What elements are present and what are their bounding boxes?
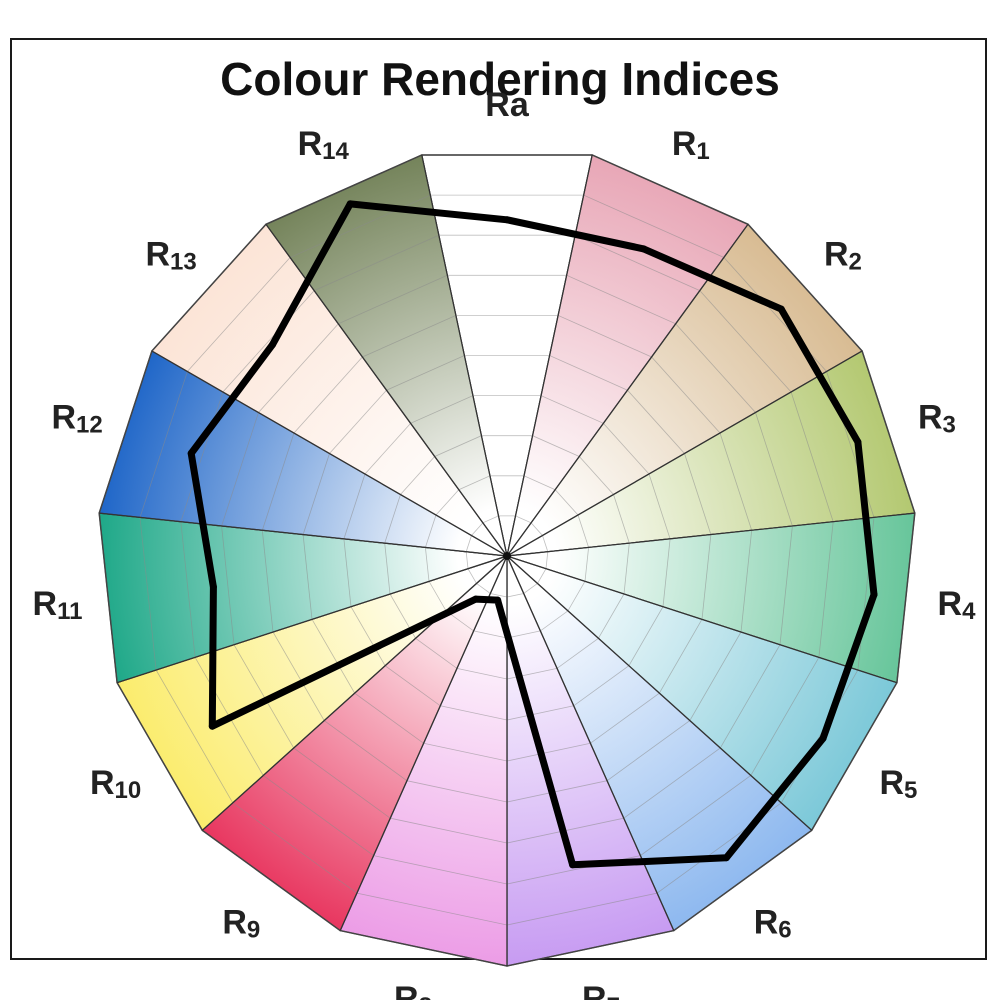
label-r10: R10 (90, 764, 141, 804)
data-point-r10 (208, 722, 216, 730)
label-r3: R3 (918, 398, 956, 438)
data-point-r12 (187, 449, 195, 457)
data-point-r4 (870, 591, 878, 599)
axis-spoke (201, 555, 508, 831)
grid-ring (384, 435, 630, 680)
data-point-ra (503, 216, 511, 224)
label-r8: R8 (394, 980, 432, 1000)
outer-boundary (98, 154, 916, 967)
grid-ring (465, 515, 549, 598)
label-r13: R13 (145, 236, 196, 276)
label-r9: R9 (222, 904, 260, 944)
data-point-r1 (640, 245, 648, 253)
data-point-r6 (722, 854, 730, 862)
category-labels: RaR1R2R3R4R5R6R7 R8 R9 R10 R11 R12 R13 R14 (33, 86, 977, 1000)
axis-spoke (116, 555, 508, 684)
center-hub (503, 552, 511, 560)
axis-spoke (151, 350, 508, 557)
label-r5: R5 (879, 764, 917, 804)
label-r14: R14 (298, 125, 350, 165)
label-r2: R2 (824, 236, 862, 276)
axis-spoke (339, 555, 508, 931)
axis-spoke (506, 555, 675, 931)
axis-spoke (506, 512, 915, 557)
data-point-r13 (268, 341, 276, 349)
label-r1: R1 (672, 125, 710, 165)
label-r6: R6 (754, 904, 792, 944)
grid-ring (424, 475, 590, 639)
label-r12: R12 (51, 398, 102, 438)
data-point-r14 (346, 200, 354, 208)
axis-spoke (421, 154, 508, 557)
grid-ring (343, 395, 671, 721)
data-point-r8 (494, 596, 502, 604)
chart-title: Colour Rendering Indices (220, 53, 780, 105)
grid-ring (180, 234, 834, 885)
data-point-r3 (854, 438, 862, 446)
data-point-r7 (569, 861, 577, 869)
label-ra: Ra (485, 86, 530, 124)
data-point-r5 (819, 734, 827, 742)
axis-spoke (506, 154, 593, 557)
category-wedges (98, 154, 916, 967)
axis-spoke (506, 350, 863, 557)
label-r7: R7 (582, 980, 620, 1000)
grid-ring (139, 194, 875, 926)
grid-ring (261, 314, 753, 803)
label-r4: R4 (938, 585, 977, 625)
data-point-r9 (472, 595, 480, 603)
axis-spoke (99, 512, 508, 557)
axis-spoke (506, 555, 813, 831)
grid-ring (302, 355, 712, 762)
series-line (187, 200, 878, 869)
series-layer (187, 200, 878, 869)
label-r11: R11 (33, 585, 83, 625)
data-point-r2 (777, 305, 785, 313)
axis-spoke (506, 555, 898, 684)
data-point-r11 (209, 583, 217, 591)
